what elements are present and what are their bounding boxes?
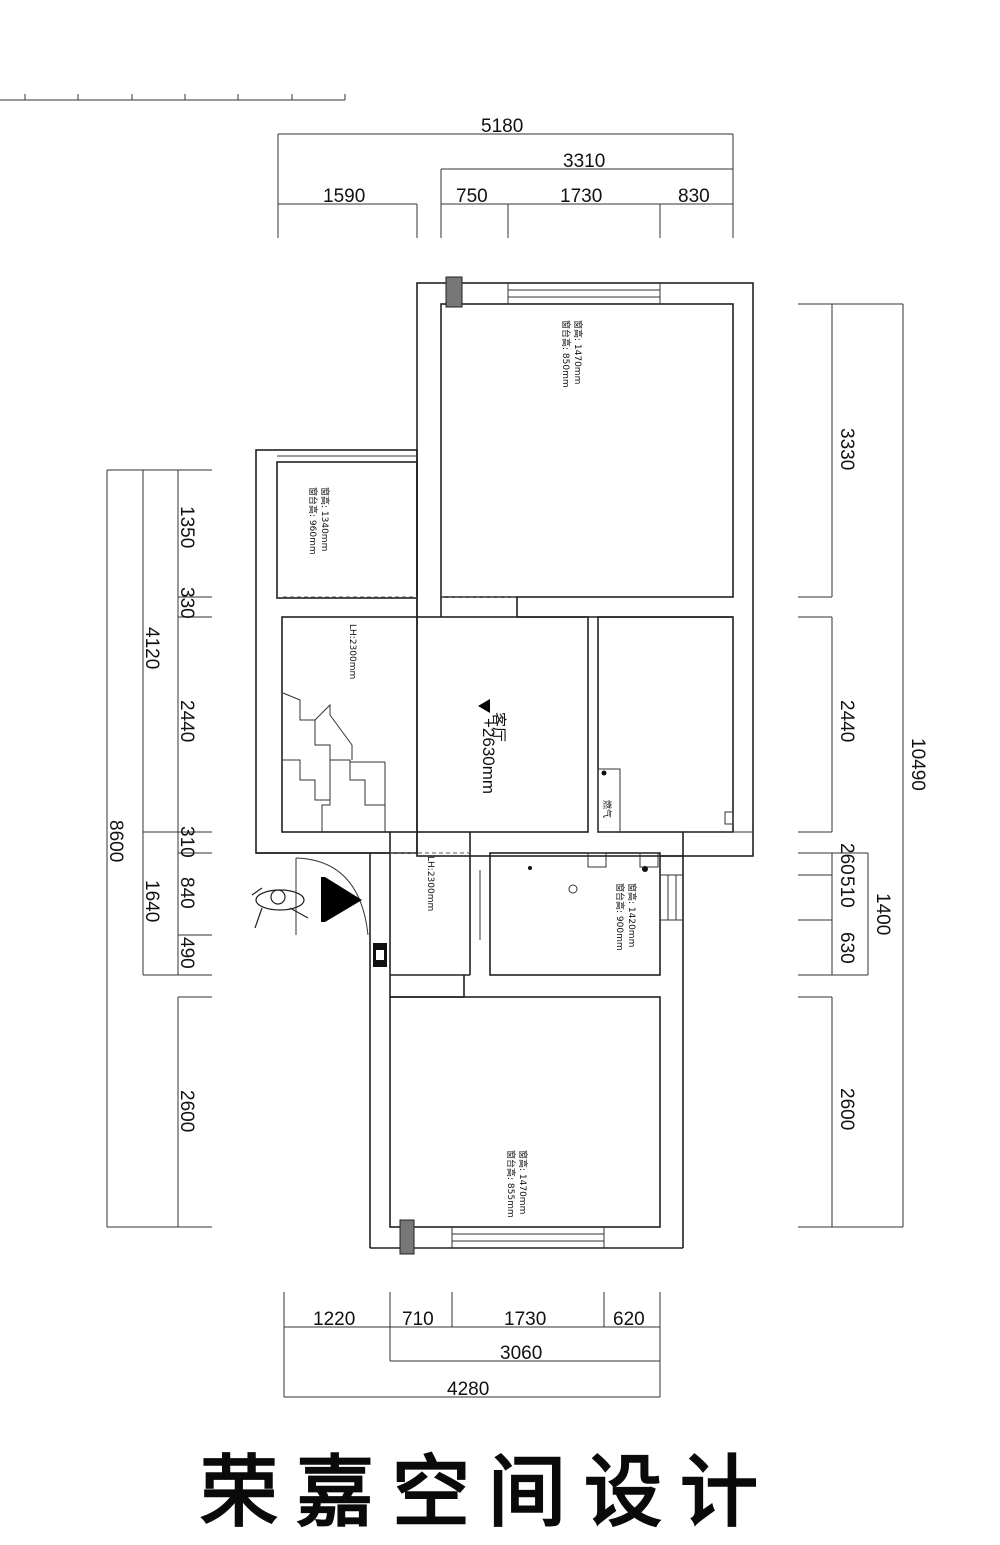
note-living-name: 客厅 <box>490 712 507 742</box>
scale-bar <box>0 94 346 101</box>
dim-left-inner-4: 310 <box>176 826 197 858</box>
dim-right-inner-4: 510 <box>836 876 857 908</box>
dim-left-inner-5: 840 <box>176 877 197 909</box>
dim-right-inner-1: 3330 <box>836 428 857 470</box>
walls <box>255 276 754 1255</box>
dim-bottom-seg-2: 710 <box>402 1309 434 1330</box>
note-room-bottom-2: 窗高: 1470mm <box>517 1150 529 1214</box>
dim-left-inner-6: 490 <box>176 937 197 969</box>
dim-top-seg-2: 750 <box>456 186 488 207</box>
dim-right-inner-5: 630 <box>836 932 857 964</box>
note-room-bottom-1: 窗台高: 855mm <box>505 1150 517 1218</box>
note-lh-lower: LH:2300mm <box>425 856 435 911</box>
dim-left-inner-7: 2600 <box>176 1090 197 1132</box>
staircase <box>282 692 386 832</box>
note-gas: 燃气 <box>601 800 613 818</box>
dim-left-mid-1: 4120 <box>141 627 162 669</box>
dim-bottom-seg-4: 620 <box>613 1309 645 1330</box>
dim-bottom-seg-1: 1220 <box>313 1309 355 1330</box>
left-dimensions <box>106 469 212 1228</box>
note-lh-upper: LH:2300mm <box>347 624 357 679</box>
dim-left-inner-1: 1350 <box>176 506 197 548</box>
dim-right-inner-6: 2600 <box>836 1088 857 1130</box>
note-kitchen-2: 窗高: 1420mm <box>626 883 638 947</box>
note-room-top-right-1: 窗台高: 850mm <box>560 320 572 388</box>
entry-arrow-icon <box>321 877 362 922</box>
dim-top-total: 5180 <box>481 116 523 137</box>
dim-bottom-sub: 3060 <box>500 1343 542 1364</box>
dim-left-inner-2: 330 <box>176 587 197 619</box>
dim-right-mid: 1400 <box>872 893 893 935</box>
dim-right-inner-2: 2440 <box>836 700 857 742</box>
dim-right-inner-3: 260 <box>836 843 857 875</box>
dim-left-outer: 8600 <box>105 820 126 862</box>
dim-bottom-total: 4280 <box>447 1379 489 1400</box>
dim-left-mid-2: 1640 <box>141 880 162 922</box>
note-living-level: +2630mm <box>479 718 498 794</box>
right-dimensions <box>798 303 904 1228</box>
dim-right-total: 10490 <box>907 738 928 791</box>
dim-left-inner-3: 2440 <box>176 700 197 742</box>
note-room-top-left-1: 窗台高: 960mm <box>307 487 319 555</box>
note-kitchen-1: 窗台高: 900mm <box>614 883 626 951</box>
bottom-dimensions <box>283 1292 661 1398</box>
top-dimensions <box>277 133 734 238</box>
person-figure-icon <box>251 887 309 929</box>
dim-bottom-seg-3: 1730 <box>504 1309 546 1330</box>
dim-top-seg-4: 830 <box>678 186 710 207</box>
note-room-top-right-2: 窗高: 1470mm <box>572 320 584 384</box>
dim-top-sub: 3310 <box>563 151 605 172</box>
dim-top-seg-3: 1730 <box>560 186 602 207</box>
note-room-top-left-2: 窗高: 1340mm <box>319 487 331 551</box>
dim-top-seg-1: 1590 <box>323 186 365 207</box>
brand-logo-text: 荣嘉空间设计 <box>200 1447 777 1538</box>
